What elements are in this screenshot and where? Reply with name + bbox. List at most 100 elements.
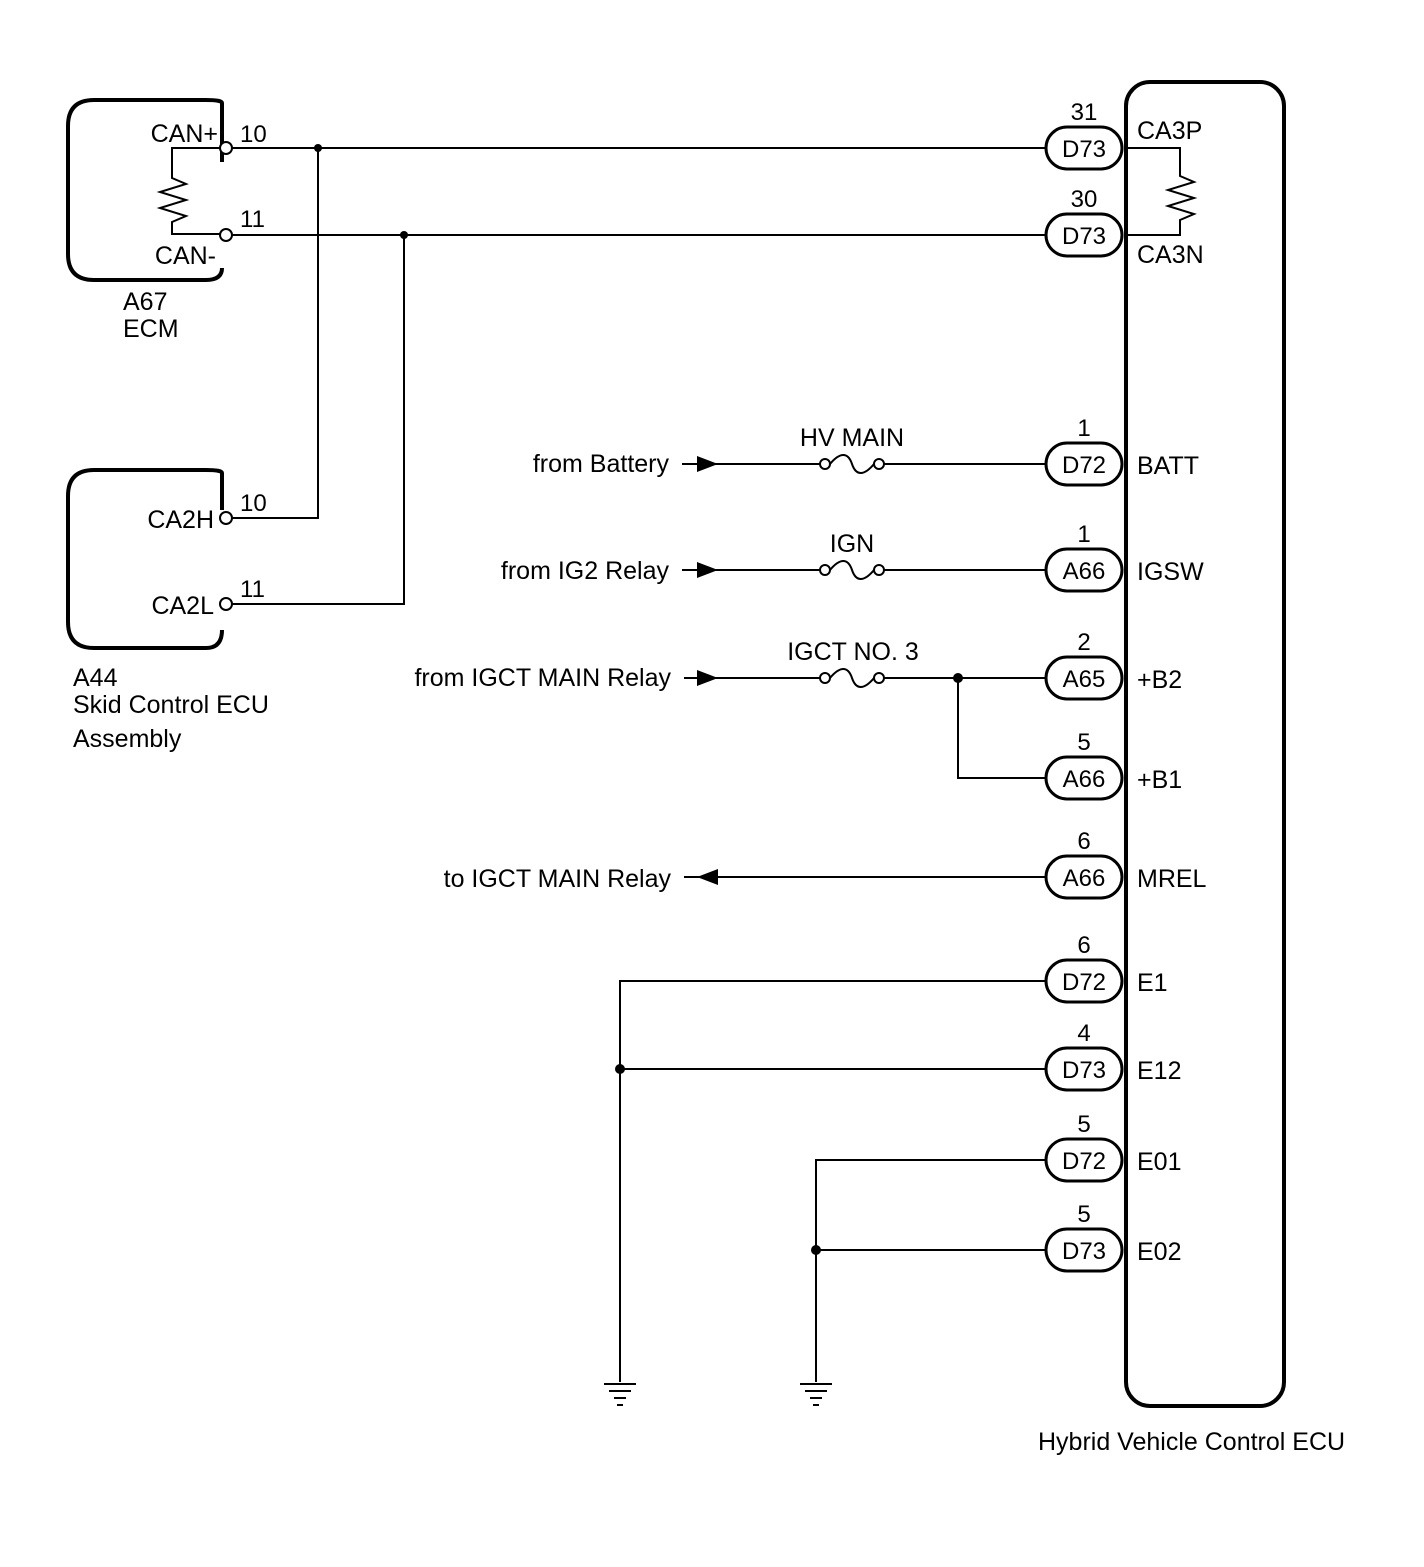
connector-oval bbox=[1044, 125, 1124, 171]
connector-oval bbox=[1044, 1227, 1124, 1273]
terminal-name: E12 bbox=[1137, 1057, 1181, 1085]
connector-oval bbox=[1044, 958, 1124, 1004]
fuse-ign-label: IGN bbox=[830, 530, 874, 558]
terminal-name: IGSW bbox=[1137, 558, 1204, 586]
connector-code: D73 bbox=[1062, 1238, 1106, 1265]
skid-pin-ca2l-label: CA2L bbox=[151, 592, 214, 620]
connector-oval bbox=[1044, 547, 1124, 593]
terminal-name: BATT bbox=[1137, 452, 1199, 480]
connector-code: A66 bbox=[1063, 865, 1106, 892]
connector-oval bbox=[1044, 854, 1124, 900]
skid-pin-number-10: 10 bbox=[240, 490, 267, 517]
source-battery-label: from Battery bbox=[533, 450, 670, 478]
ecm-terminal-10 bbox=[219, 141, 233, 155]
fuse-ign-icon bbox=[819, 560, 885, 580]
hv-ecu-component: Hybrid Vehicle Control ECU bbox=[1038, 80, 1345, 1456]
connector-oval bbox=[1044, 655, 1124, 701]
connector-oval bbox=[1044, 755, 1124, 801]
can-high-junction bbox=[314, 144, 322, 152]
skid-control-box bbox=[66, 468, 224, 650]
pin-number: 30 bbox=[1071, 186, 1098, 213]
terminal-e1: D72 6E1 bbox=[1044, 932, 1168, 1004]
e1-ground-wire bbox=[619, 980, 1046, 1382]
fuse-hv-main-icon bbox=[819, 454, 885, 474]
ca2l-branch-wire bbox=[231, 235, 405, 605]
pin-number: 5 bbox=[1077, 1111, 1090, 1138]
fuse-igct3-label: IGCT NO. 3 bbox=[787, 638, 919, 666]
connector-oval bbox=[1044, 1137, 1124, 1183]
ground-wiring bbox=[604, 980, 1046, 1406]
connector-code: D73 bbox=[1062, 136, 1106, 163]
ecm-code: A67 bbox=[123, 288, 167, 316]
source-igct-to-label: to IGCT MAIN Relay bbox=[444, 865, 672, 893]
fuse-hv-main-label: HV MAIN bbox=[800, 424, 904, 452]
terminal-name: MREL bbox=[1137, 865, 1207, 893]
hv-ecu-box bbox=[1124, 80, 1286, 1408]
ecm-name: ECM bbox=[123, 315, 179, 343]
ground-left-icon bbox=[604, 1383, 636, 1406]
terminal-name: CA3N bbox=[1137, 241, 1204, 269]
igct-from-arrow-icon bbox=[697, 670, 718, 686]
skid-name-line2: Assembly bbox=[73, 725, 182, 753]
ca2h-branch-wire bbox=[231, 148, 319, 519]
terminal-name: E1 bbox=[1137, 969, 1168, 997]
connector-code: D72 bbox=[1062, 969, 1106, 996]
hv-ecu-terminating-resistor bbox=[1126, 147, 1198, 236]
battery-arrow-icon bbox=[697, 456, 718, 472]
igct-to-arrow-icon bbox=[697, 869, 718, 885]
pin-number: 5 bbox=[1077, 729, 1090, 756]
connector-code: D73 bbox=[1062, 1057, 1106, 1084]
skid-control-component: CA2H CA2L 10 11 A44 Skid Control ECU Ass… bbox=[66, 468, 269, 753]
fuse-igct3-icon bbox=[819, 668, 885, 688]
connector-oval bbox=[1044, 212, 1124, 258]
power-supply-wiring: from Battery HV MAIN from IG2 Relay IGN … bbox=[414, 424, 1046, 893]
connector-code: D72 bbox=[1062, 1148, 1106, 1175]
pin-number: 1 bbox=[1077, 521, 1090, 548]
pin-number: 6 bbox=[1077, 932, 1090, 959]
ground-junction-left bbox=[615, 1064, 625, 1074]
pin-number: 2 bbox=[1077, 629, 1090, 656]
pin-number: 1 bbox=[1077, 415, 1090, 442]
skid-terminal-10 bbox=[219, 511, 233, 525]
connector-oval bbox=[1044, 441, 1124, 487]
can-bus-wiring bbox=[219, 141, 1046, 611]
pin-number: 4 bbox=[1077, 1020, 1090, 1047]
plus-b1-branch-wire bbox=[957, 678, 1046, 779]
pin-number: 31 bbox=[1071, 99, 1098, 126]
terminal-name: +B1 bbox=[1137, 766, 1182, 794]
terminal-connectors: D7331CA3PD7330CA3ND721BATTA661IGSWA652+B… bbox=[1044, 99, 1207, 1273]
ecm-pin-can-minus-label: CAN- bbox=[155, 242, 216, 270]
ecm-pin-number-10: 10 bbox=[240, 121, 267, 148]
pin-number: 5 bbox=[1077, 1201, 1090, 1228]
connector-code: A66 bbox=[1063, 558, 1106, 585]
e01-ground-wire bbox=[815, 1159, 1046, 1382]
ground-right-icon bbox=[800, 1383, 832, 1406]
terminal-name: E01 bbox=[1137, 1148, 1181, 1176]
source-ig2-label: from IG2 Relay bbox=[501, 557, 670, 585]
terminal-name: CA3P bbox=[1137, 117, 1202, 145]
skid-name-line1: Skid Control ECU bbox=[73, 691, 269, 719]
connector-code: A66 bbox=[1063, 766, 1106, 793]
skid-terminal-11 bbox=[219, 597, 233, 611]
ecm-box bbox=[66, 98, 224, 282]
connector-code: D72 bbox=[1062, 452, 1106, 479]
terminal--b1: A66 5 +B1 bbox=[1044, 729, 1182, 801]
ecm-pin-number-11: 11 bbox=[240, 206, 265, 233]
connector-code: A65 bbox=[1063, 666, 1106, 693]
ecm-terminal-11 bbox=[219, 228, 233, 242]
pin-number: 6 bbox=[1077, 828, 1090, 855]
skid-pin-number-11: 11 bbox=[240, 576, 265, 603]
connector-code: D73 bbox=[1062, 223, 1106, 250]
ecm-component: CAN+ CAN- 10 11 A67 ECM bbox=[66, 98, 267, 343]
